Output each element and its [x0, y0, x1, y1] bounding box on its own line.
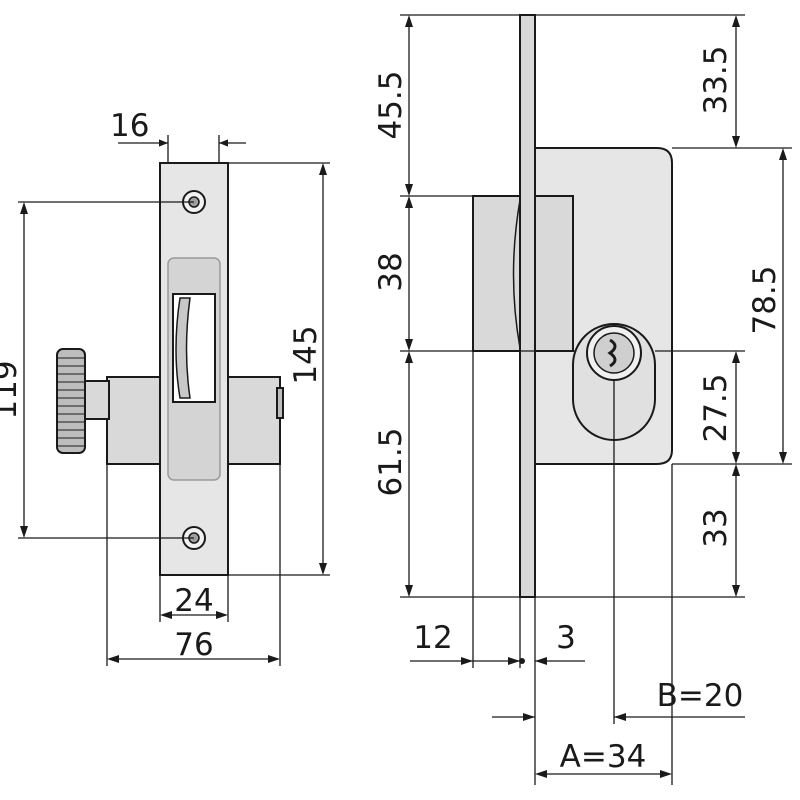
dim-overall-width: 76: [174, 627, 213, 663]
front-view-dimensions: 16 119 145 24 76: [0, 108, 330, 666]
dim-screw-spacing: 119: [0, 360, 24, 419]
side-faceplate: [519, 14, 536, 598]
knob-knurling: [57, 357, 85, 447]
knob-stem: [82, 380, 110, 420]
latch-tongue: [175, 297, 191, 399]
dim-bottom: 61.5: [373, 427, 409, 496]
dim-plate-thickness: 3: [556, 620, 576, 656]
side-bolt-bevel: [512, 199, 521, 349]
dim-bolt-projection: 12: [413, 620, 452, 656]
dim-bottom-right: 33: [698, 508, 734, 547]
side-bolt-inner: [534, 195, 574, 352]
side-view-dimensions: 45.5 38 61.5 33.5 78.5 27.5 33: [373, 14, 792, 785]
dim-faceplate-height: 145: [288, 325, 324, 384]
dim-top-right: 33.5: [698, 45, 734, 114]
bolt-end-cap: [276, 387, 284, 419]
dim-case-width: 24: [174, 583, 213, 619]
dim-a: A=34: [560, 739, 647, 775]
dim-top: 45.5: [373, 70, 409, 139]
dim-bolt-height: 38: [373, 252, 409, 291]
key-cylinder: [586, 325, 642, 381]
dim-key-to-case: 27.5: [698, 373, 734, 442]
knurled-knob: [56, 348, 86, 454]
dim-b: B=20: [657, 678, 744, 714]
dim-case-height: 78.5: [747, 265, 783, 334]
dim-faceplate-width: 16: [110, 108, 149, 144]
side-view: [472, 14, 673, 598]
front-view: [56, 162, 284, 576]
side-bolt: [472, 195, 521, 352]
